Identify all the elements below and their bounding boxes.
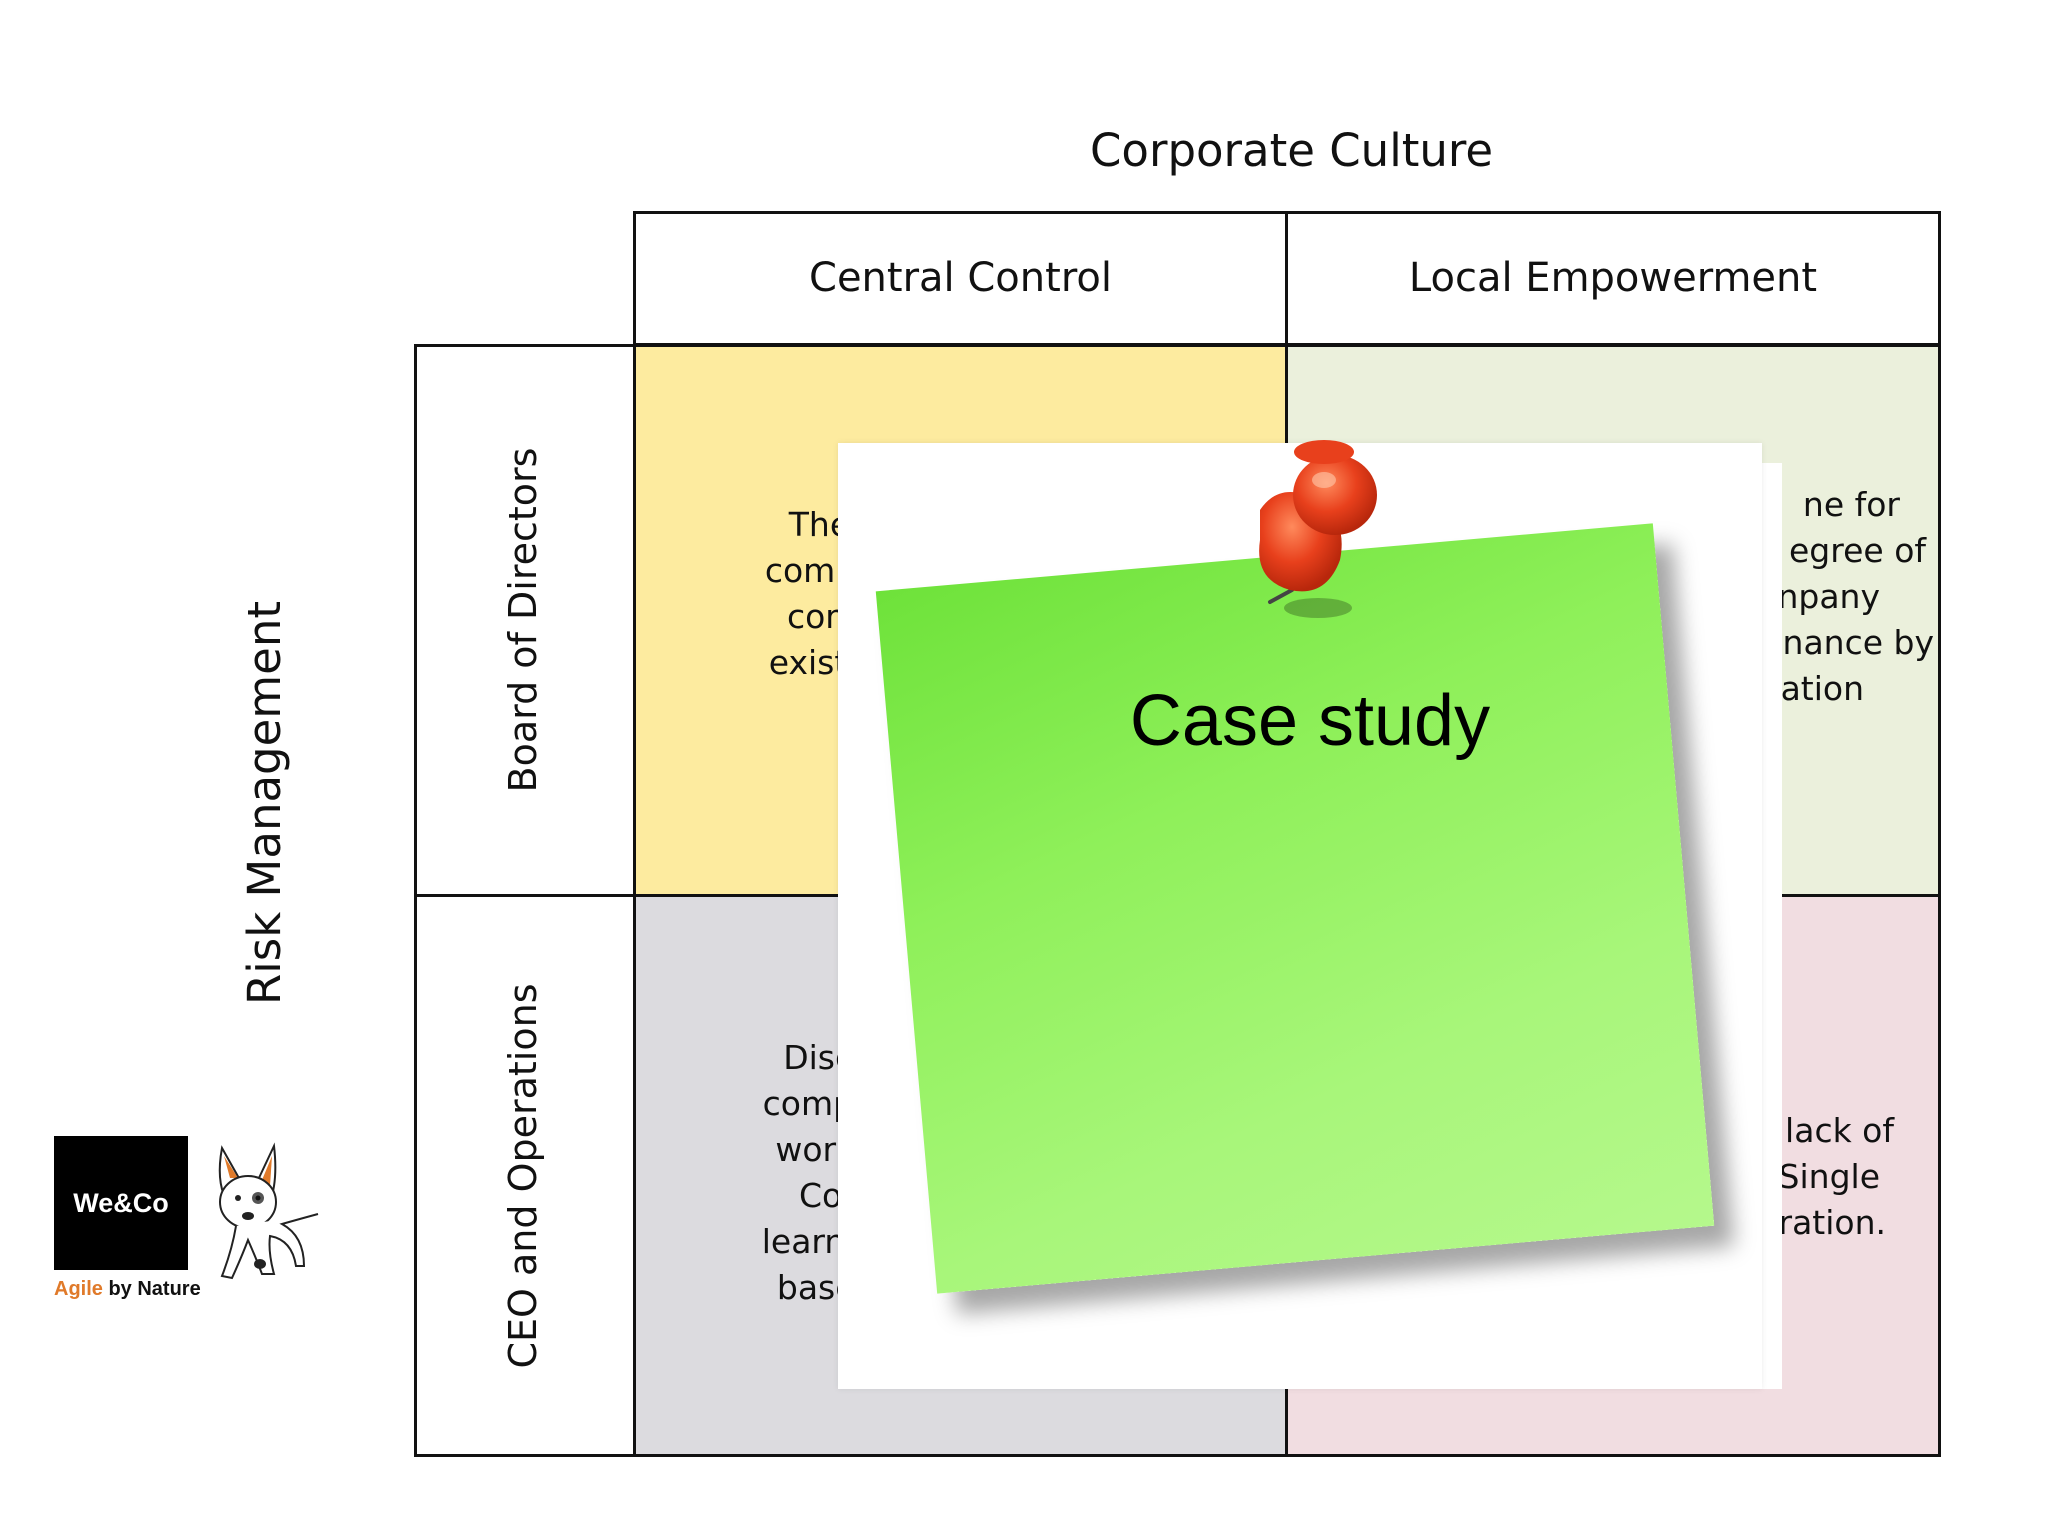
company-logo: We&Co xyxy=(54,1136,188,1270)
column-header-central-control: Central Control xyxy=(809,255,1112,301)
text-line: Single xyxy=(1778,1157,1880,1196)
logo-tagline-rest: by Nature xyxy=(108,1278,201,1300)
column-header-local-empowerment: Local Empowerment xyxy=(1408,255,1818,301)
quadrant-bottom-right-text: lack of Single ration. xyxy=(1640,1108,1940,1246)
diagram-title: Corporate Culture xyxy=(1090,124,1494,177)
row-label-board-of-directors: Board of Directors xyxy=(501,447,545,793)
logo-tagline: Agile by Nature xyxy=(54,1278,201,1301)
text-line: ne for xyxy=(1802,485,1900,524)
row-label-divider xyxy=(633,344,636,1457)
text-line: npany xyxy=(1777,577,1880,616)
side-axis-title: Risk Management xyxy=(238,601,291,1006)
text-line: egree of xyxy=(1789,531,1926,570)
text-line: lack of xyxy=(1785,1111,1894,1150)
quadrant-top-right-text: ne for egree of npany nance by ation xyxy=(1640,482,1940,712)
matrix-frame xyxy=(414,344,1941,1457)
row-label-ceo-and-operations: CEO and Operations xyxy=(501,983,545,1369)
text-line: ration. xyxy=(1778,1203,1887,1242)
push-pin-icon xyxy=(1259,440,1377,618)
text-line: nance by xyxy=(1782,623,1934,662)
dog-mascot-icon xyxy=(218,1142,319,1280)
text-line: ation xyxy=(1780,669,1864,708)
logo-tagline-accent: Agile xyxy=(54,1278,103,1300)
sticky-note-label: Case study xyxy=(1129,681,1491,761)
